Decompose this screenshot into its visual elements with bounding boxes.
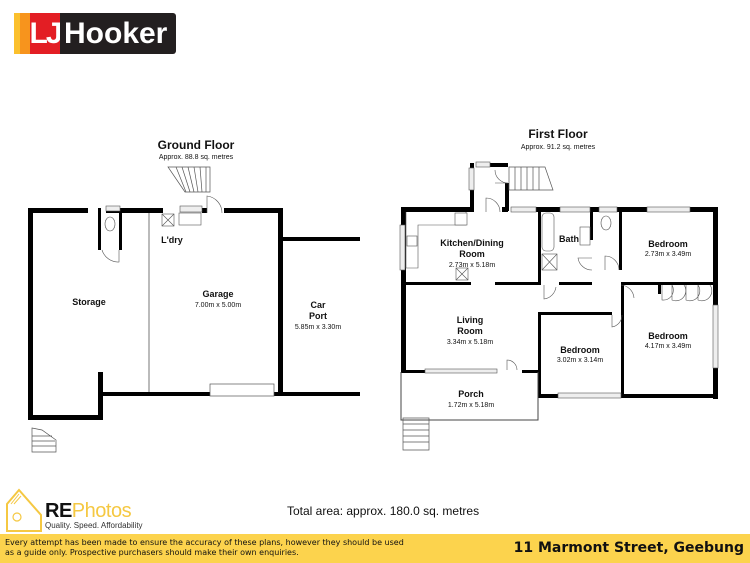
ground-floor-plan: Ground Floor Approx. 88.8 sq. metres (28, 138, 360, 453)
property-address: 11 Marmont Street, Geebung (513, 540, 744, 556)
first-floor-area: Approx. 91.2 sq. metres (521, 144, 596, 151)
total-area: Total area: approx. 180.0 sq. metres (287, 504, 480, 518)
toilet-icon (600, 215, 612, 231)
bedroom1-label: Bedroom (648, 239, 688, 249)
rephotos-tagline: Quality. Speed. Affordability (45, 521, 143, 530)
disclaimer-line-2: as a guide only. Prospective purchasers … (5, 548, 299, 557)
logo-stripe-yellow (14, 13, 20, 54)
ground-walls (28, 208, 360, 420)
door-icon (206, 195, 223, 214)
disclaimer: Every attempt has been made to ensure th… (5, 538, 404, 558)
porch-label: Porch (458, 389, 484, 399)
door-icon (101, 249, 120, 263)
kitchen-size: 2.73m x 5.18m (449, 262, 495, 269)
living-label-1: Living (457, 315, 484, 325)
bedroom1-size: 2.73m x 3.49m (645, 251, 691, 258)
bedroom2-size: 3.02m x 3.14m (557, 357, 603, 364)
bedroom3-size: 4.17m x 3.49m (645, 343, 691, 350)
first-floor-title: First Floor (528, 127, 588, 141)
floor-plans: Ground Floor Approx. 88.8 sq. metres (28, 127, 719, 453)
rephotos-re: RE (45, 500, 72, 522)
porch-outline (400, 372, 539, 421)
bath-label: Bath (559, 234, 579, 244)
laundry-label: L'dry (161, 235, 183, 245)
logo-name: Hooker (60, 13, 176, 54)
house-icon (6, 488, 42, 532)
carport-size: 5.85m x 3.30m (295, 324, 341, 331)
logo-stripe-orange (20, 13, 30, 54)
living-label-2: Room (457, 326, 483, 336)
stairs-icon (31, 427, 57, 453)
doors (485, 169, 713, 371)
carport-label-1: Car (310, 300, 326, 310)
ground-floor-area: Approx. 88.8 sq. metres (159, 154, 234, 161)
lj-hooker-logo: LJ Hooker (14, 13, 176, 54)
toilet-icon (104, 216, 116, 232)
first-floor-plan: First Floor Approx. 91.2 sq. metres (399, 127, 719, 451)
rephotos-photos: Photos (71, 500, 132, 522)
porch-size: 1.72m x 5.18m (448, 402, 494, 409)
carport-label-2: Port (309, 311, 327, 321)
bedroom3-label: Bedroom (648, 331, 688, 341)
kitchen-label-2: Room (459, 249, 485, 259)
living-size: 3.34m x 5.18m (447, 339, 493, 346)
logo-mark: LJ (30, 13, 63, 54)
garage-label: Garage (202, 289, 233, 299)
storage-label: Storage (72, 297, 106, 307)
laundry-fixtures (161, 205, 203, 227)
disclaimer-line-1: Every attempt has been made to ensure th… (5, 538, 404, 547)
rephotos-logo: REPhotos Quality. Speed. Affordability (5, 487, 143, 532)
bedroom2-label: Bedroom (560, 345, 600, 355)
kitchen-fixtures (405, 212, 469, 281)
windows (399, 161, 719, 399)
garage-door (209, 383, 275, 397)
garage-size: 7.00m x 5.00m (195, 302, 241, 309)
stairs-icon (402, 166, 554, 451)
kitchen-label-1: Kitchen/Dining (440, 238, 504, 248)
stairs-icon (167, 166, 211, 193)
ground-floor-title: Ground Floor (158, 138, 235, 152)
window (105, 205, 121, 212)
footer-bar: Every attempt has been made to ensure th… (0, 534, 750, 563)
bath-fixtures (541, 212, 612, 271)
